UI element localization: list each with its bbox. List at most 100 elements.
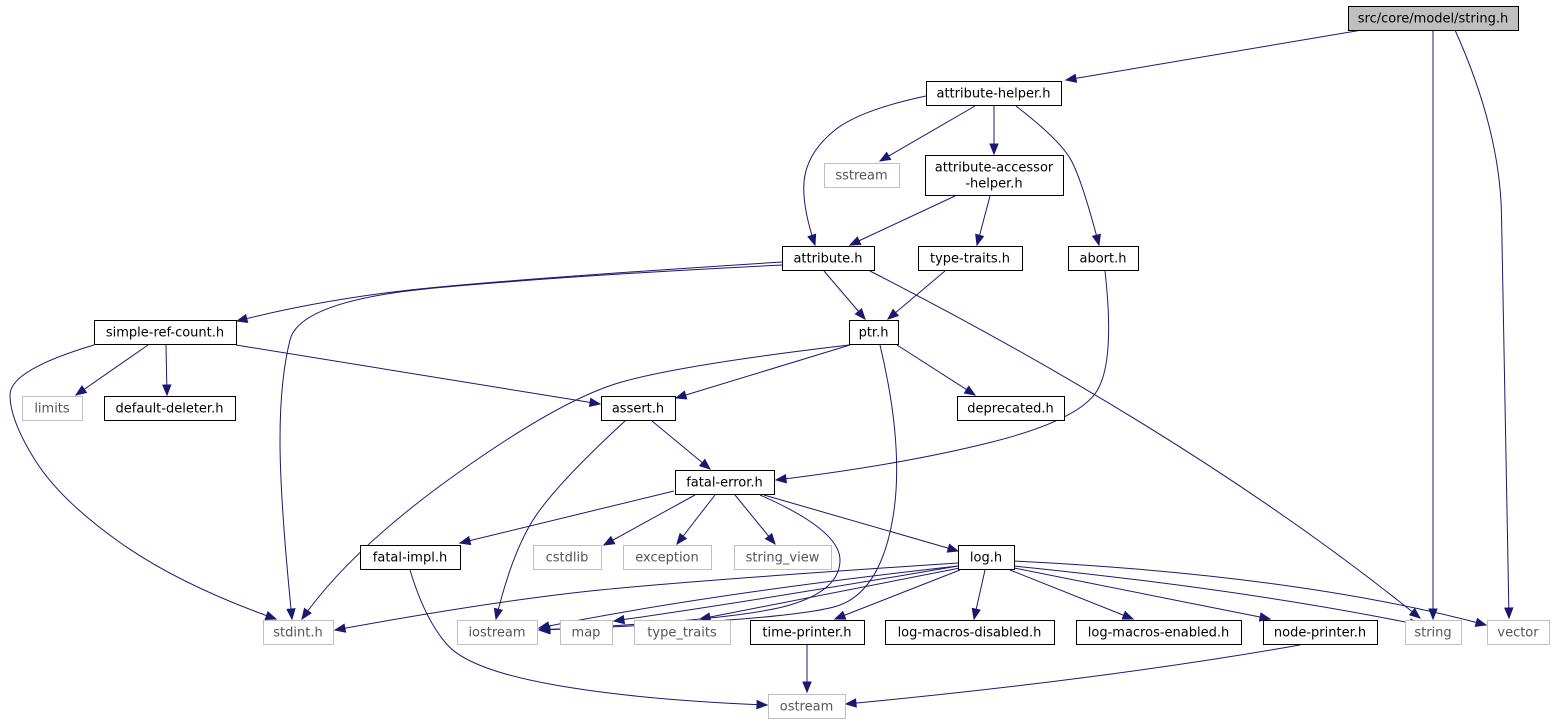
node-type-traits: type_traits: [634, 620, 731, 645]
edge-line: [849, 195, 956, 246]
edge-fatal-error-to-exception: [676, 494, 716, 546]
node-box: [457, 620, 538, 645]
edge-line: [1454, 29, 1510, 619]
node-attribute-accessor-helper[interactable]: attribute-accessor-helper.h: [925, 155, 1064, 196]
arrow-head-icon: [848, 236, 862, 246]
node-abort[interactable]: abort.h: [1068, 246, 1139, 271]
edge-attribute-helper-to-sstream: [878, 105, 976, 162]
node-box: [768, 694, 846, 719]
edge-fatal-error-to-string-view: [734, 494, 776, 546]
arrow-head-icon: [833, 610, 847, 620]
node-attribute-helper[interactable]: attribute-helper.h: [926, 81, 1062, 106]
edge-line: [334, 562, 959, 631]
arrow-head-icon: [612, 614, 626, 625]
node-box: [885, 620, 1055, 645]
edge-simple-ref-count-to-default-deleter: [162, 344, 172, 397]
arrow-head-icon: [1091, 233, 1101, 247]
node-label: cstdlib: [546, 551, 589, 566]
node-label: time-printer.h: [762, 626, 851, 641]
edge-line: [734, 494, 776, 545]
node-box: [675, 470, 775, 495]
node-fatal-error[interactable]: fatal-error.h: [675, 470, 775, 495]
edge-simple-ref-count-to-stdint: [9, 344, 278, 620]
node-default-deleter[interactable]: default-deleter.h: [104, 396, 236, 421]
node-log-macros-disabled[interactable]: log-macros-disabled.h: [885, 620, 1055, 645]
node-label: log-macros-enabled.h: [1088, 626, 1229, 641]
arrow-head-icon: [493, 607, 504, 621]
edge-line: [775, 270, 1110, 481]
edge-line: [409, 569, 768, 706]
node-box: [957, 396, 1065, 421]
node-label: assert.h: [612, 402, 664, 417]
arrow-head-icon: [698, 458, 712, 470]
node-box: [1068, 246, 1139, 271]
edge-line: [279, 264, 783, 620]
edge-line: [538, 565, 959, 629]
edge-simple-ref-count-to-limits: [74, 344, 149, 396]
node-box: [1487, 620, 1550, 645]
edge-line: [613, 565, 959, 622]
edge-ptr-to-deprecated: [896, 344, 977, 396]
nodes-layer: src/core/model/string.h attribute-helper.…: [22, 6, 1550, 719]
edge-line: [887, 270, 946, 320]
edge-type-traits-h-to-ptr: [886, 270, 946, 320]
arrow-head-icon: [162, 384, 172, 397]
node-assert[interactable]: assert.h: [601, 396, 676, 421]
node-type-traits-h[interactable]: type-traits.h: [918, 246, 1023, 271]
node-string-h-root[interactable]: src/core/model/string.h: [1348, 6, 1519, 31]
edges-layer: [9, 29, 1514, 710]
node-log-macros-enabled[interactable]: log-macros-enabled.h: [1076, 620, 1242, 645]
arrow-head-icon: [537, 621, 551, 631]
arrow-head-icon: [756, 699, 769, 710]
arrow-head-icon: [674, 390, 688, 400]
node-ostream: ostream: [768, 694, 846, 719]
node-box: [734, 545, 832, 570]
edge-line: [803, 95, 927, 246]
node-label: default-deleter.h: [116, 402, 224, 417]
edge-assert-to-iostream: [493, 420, 626, 621]
node-label: type_traits: [647, 626, 717, 641]
edge-assert-to-fatal-error: [651, 420, 712, 470]
arrow-head-icon: [333, 623, 347, 633]
edge-string-h-root-to-vector: [1454, 29, 1514, 620]
node-simple-ref-count[interactable]: simple-ref-count.h: [94, 320, 237, 345]
node-log[interactable]: log.h: [958, 545, 1015, 570]
node-label: limits: [34, 402, 70, 417]
arrow-head-icon: [802, 681, 812, 694]
edge-node-printer-to-ostream: [844, 644, 1301, 708]
node-time-printer[interactable]: time-printer.h: [750, 620, 865, 645]
edge-line: [823, 270, 866, 320]
edge-time-printer-to-ostream: [802, 645, 812, 694]
arrow-head-icon: [854, 307, 866, 321]
node-fatal-impl[interactable]: fatal-impl.h: [360, 545, 461, 570]
edge-attribute-accessor-helper-to-type-traits-h: [975, 195, 991, 247]
arrow-head-icon: [764, 532, 776, 546]
node-node-printer[interactable]: node-printer.h: [1263, 620, 1378, 645]
node-sstream: sstream: [824, 163, 900, 188]
node-ptr[interactable]: ptr.h: [849, 320, 899, 345]
edge-line: [845, 644, 1301, 705]
edge-line: [495, 420, 626, 620]
arrow-head-icon: [235, 313, 249, 324]
arrow-head-icon: [264, 611, 278, 620]
node-box: [782, 246, 875, 271]
edge-log-to-log-macros-enabled: [1009, 569, 1135, 620]
node-box: [1348, 6, 1519, 31]
edge-line: [675, 344, 851, 399]
arrow-head-icon: [676, 532, 688, 546]
node-box: [263, 620, 334, 645]
arrow-head-icon: [807, 233, 817, 247]
node-box: [533, 545, 602, 570]
node-attribute[interactable]: attribute.h: [782, 246, 875, 271]
edge-simple-ref-count-to-assert: [235, 344, 602, 407]
node-label: fatal-impl.h: [373, 551, 447, 566]
node-label: vector: [1497, 626, 1539, 641]
node-box: [750, 620, 865, 645]
node-box: [1076, 620, 1242, 645]
node-label: attribute-helper.h: [936, 87, 1050, 102]
node-deprecated[interactable]: deprecated.h: [957, 396, 1065, 421]
node-box: [926, 81, 1062, 106]
node-label: attribute-accessor: [935, 161, 1054, 176]
node-label: stdint.h: [273, 626, 322, 641]
edge-line: [1013, 560, 1487, 626]
